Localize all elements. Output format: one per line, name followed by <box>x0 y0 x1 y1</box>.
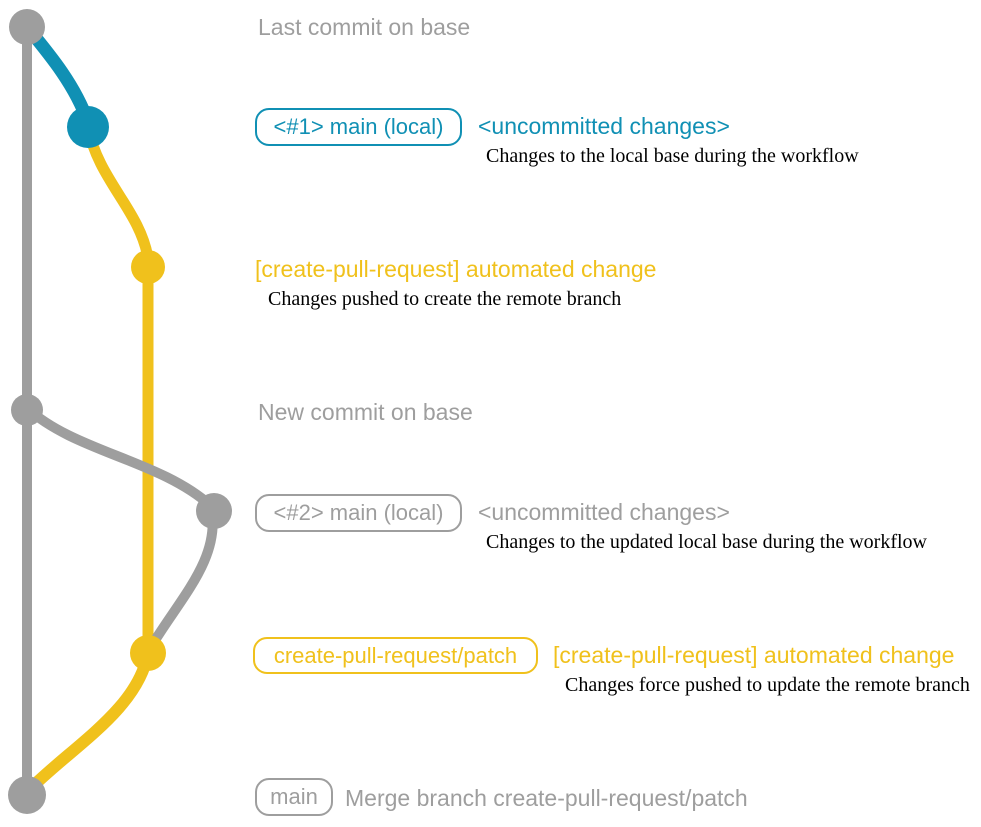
merge-branch-line <box>21 647 154 798</box>
branch-badge-local-main-2: <#2> main (local) <box>255 494 462 532</box>
automated-change-detail-2: Changes force pushed to update the remot… <box>565 674 970 696</box>
last-commit-label: Last commit on base <box>258 14 471 40</box>
commit-dot-new-base <box>11 394 43 426</box>
branch-badge-patch: create-pull-request/patch <box>253 637 538 674</box>
commit-dot-merge <box>8 776 46 814</box>
local-base-detail-2: Changes to the updated local base during… <box>486 531 927 553</box>
commit-dot-automated-change-1 <box>131 250 165 284</box>
commit-dot-local-main-2 <box>196 493 232 529</box>
uncommitted-changes-label-2: <uncommitted changes> <box>478 499 730 525</box>
branch-badge-local-main-1: <#1> main (local) <box>255 108 462 146</box>
branch-badge-main: main <box>255 778 333 816</box>
automated-change-detail-1: Changes pushed to create the remote bran… <box>268 288 622 310</box>
pull-request-branch-line <box>82 121 154 659</box>
git-graph <box>8 9 232 814</box>
commit-dot-automated-change-2 <box>130 635 166 671</box>
local-base-detail-1: Changes to the local base during the wor… <box>486 145 859 167</box>
automated-change-title-1: [create-pull-request] automated change <box>255 256 657 282</box>
automated-change-title-2: [create-pull-request] automated change <box>553 642 955 668</box>
commit-dot-local-main-1 <box>67 106 109 148</box>
merge-commit-label: Merge branch create-pull-request/patch <box>345 785 748 811</box>
new-commit-label: New commit on base <box>258 399 473 425</box>
commit-dot-last-base <box>9 9 45 45</box>
local-main-branch-line-2 <box>22 403 218 655</box>
uncommitted-changes-label-1: <uncommitted changes> <box>478 113 730 139</box>
